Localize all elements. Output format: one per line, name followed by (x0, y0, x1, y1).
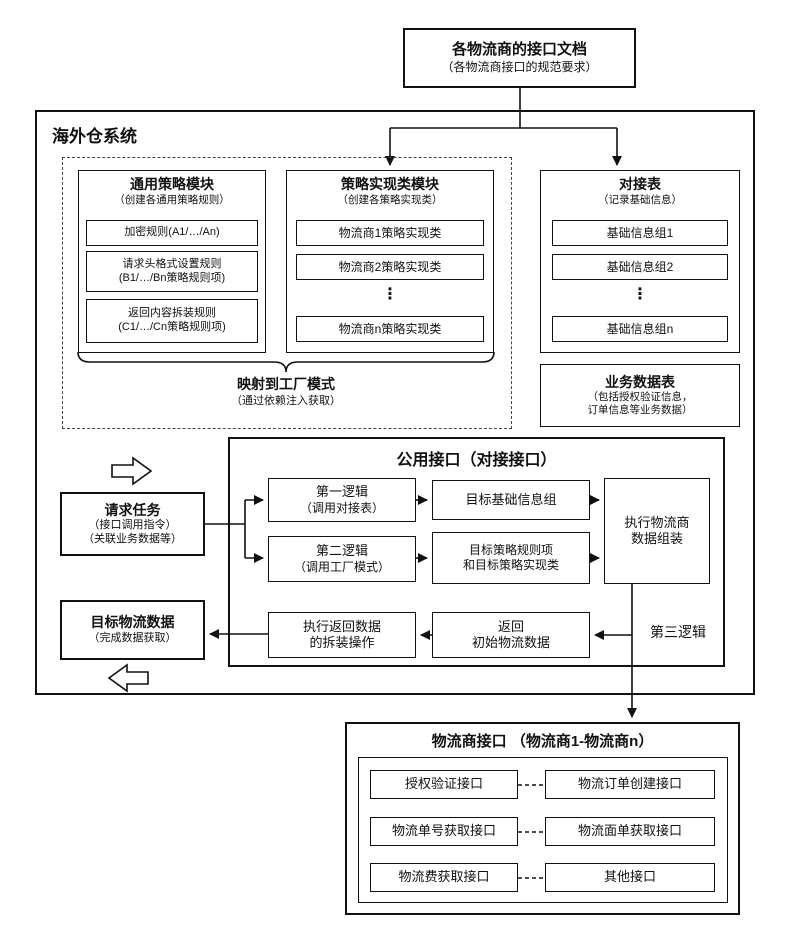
return-line2: 初始物流数据 (471, 635, 550, 650)
auth-interface-box: 授权验证接口 (370, 770, 518, 799)
other-interface-box: 其他接口 (545, 863, 715, 892)
public-api-box (228, 437, 725, 667)
request-task-box: 请求任务 （接口调用指令） （关联业务数据等） (60, 492, 205, 556)
factory-mapping-title: 映射到工厂模式 (237, 376, 335, 392)
mapping-table-subtitle: （记录基础信息） (598, 193, 682, 206)
factory-mapping-subtitle: （通过依赖注入获取） (231, 395, 341, 407)
order-create-interface-label: 物流订单创建接口 (577, 776, 682, 792)
return-content-rule-line2: (C1/…/Cn策略规则项) (118, 321, 226, 333)
business-table-subtitle-line1: （包括授权验证信息， (587, 391, 693, 404)
target-strategy-box: 目标策略规则项 和目标策略实现类 (432, 532, 590, 584)
auth-interface-label: 授权验证接口 (404, 776, 483, 792)
generic-module-subtitle: （创建各通用策略规则） (114, 193, 230, 206)
return-content-rule-box: 返回内容拆装规则 (C1/…/Cn策略规则项) (86, 299, 258, 343)
target-logistics-data-box: 目标物流数据 （完成数据获取） (60, 600, 205, 660)
target-strategy-line1: 目标策略规则项 (468, 543, 553, 557)
assemble-line1: 执行物流商 (624, 514, 690, 530)
system-title: 海外仓系统 (52, 127, 137, 146)
output-flow-arrow-icon (107, 663, 149, 693)
business-table-subtitle-line2: 订单信息等业务数据） (587, 404, 693, 417)
impl-class-ellipsis: ⋮ (382, 286, 398, 303)
target-info-group-label: 目标基础信息组 (465, 491, 557, 507)
provider-inner-box (358, 757, 728, 903)
logic2-box: 第二逻辑 （调用工厂模式） (268, 536, 416, 582)
factory-brace (77, 351, 495, 373)
unpack-return-data-box: 执行返回数据 的拆装操作 (268, 612, 416, 658)
return-line1: 返回 (497, 618, 524, 634)
logic1-title: 第一逻辑 (315, 484, 368, 500)
generic-module-title: 通用策略模块 (130, 176, 214, 192)
provider-api-title: 物流商接口 （物流商1-物流商n） (431, 733, 654, 750)
business-data-table-box: 业务数据表 （包括授权验证信息， 订单信息等业务数据） (540, 364, 740, 427)
info-group-item-1: 基础信息组1 (552, 220, 728, 246)
input-flow-arrow-icon (111, 456, 153, 486)
impl-module-title: 策略实现类模块 (341, 176, 439, 192)
request-task-line2: （接口调用指令） (88, 519, 177, 531)
target-data-subtitle: （完成数据获取） (88, 631, 177, 644)
impl-class-item-1-label: 物流商1策略实现类 (338, 225, 442, 240)
info-group-item-2: 基础信息组2 (552, 254, 728, 280)
impl-module-subtitle: （创建各策略实现类） (337, 193, 443, 206)
impl-class-item-n: 物流商n策略实现类 (296, 316, 484, 342)
request-task-title: 请求任务 (104, 501, 161, 518)
header-format-rule-line1: 请求头格式设置规则 (122, 257, 222, 270)
encryption-rule-label: 加密规则(A1/…/An) (124, 226, 220, 239)
impl-class-item-n-label: 物流商n策略实现类 (338, 321, 442, 336)
impl-class-item-2: 物流商2策略实现类 (296, 254, 484, 280)
interface-doc-subtitle: （各物流商接口的规范要求） (441, 59, 598, 74)
info-group-ellipsis: ⋮ (632, 286, 648, 303)
interface-doc-title: 各物流商的接口文档 (451, 41, 587, 59)
info-group-item-n: 基础信息组n (552, 316, 728, 342)
header-format-rule-line2: (B1/…/Bn策略规则项) (118, 271, 226, 284)
assemble-data-box: 执行物流商 数据组装 (604, 478, 710, 584)
logic1-subtitle: （调用对接表） (299, 500, 384, 515)
mapping-table-title: 对接表 (619, 176, 661, 192)
logic2-subtitle: （调用工厂模式） (293, 559, 390, 574)
fee-interface-label: 物流费获取接口 (398, 869, 490, 885)
unpack-line2: 的拆装操作 (309, 635, 375, 650)
public-api-title: 公用接口（对接接口） (396, 452, 557, 469)
impl-class-item-2-label: 物流商2策略实现类 (338, 259, 442, 274)
logic3-label: 第三逻辑 (650, 624, 706, 640)
target-info-group-box: 目标基础信息组 (432, 480, 590, 520)
return-initial-data-box: 返回 初始物流数据 (432, 612, 590, 658)
business-table-title: 业务数据表 (605, 373, 675, 390)
request-task-line3: （关联业务数据等） (83, 532, 182, 545)
shipping-label-interface-box: 物流面单获取接口 (545, 817, 715, 846)
header-format-rule-box: 请求头格式设置规则 (B1/…/Bn策略规则项) (86, 251, 258, 292)
strategy-modules-dashed-group (62, 157, 512, 429)
interface-doc-box: 各物流商的接口文档 （各物流商接口的规范要求） (403, 28, 636, 88)
target-data-title: 目标物流数据 (90, 614, 175, 631)
info-group-item-n-label: 基础信息组n (606, 321, 674, 336)
info-group-item-1-label: 基础信息组1 (606, 225, 674, 240)
return-content-rule-line1: 返回内容拆装规则 (128, 307, 216, 320)
shipping-label-interface-label: 物流面单获取接口 (577, 823, 682, 839)
encryption-rule-box: 加密规则(A1/…/An) (86, 220, 258, 246)
logic2-title: 第二逻辑 (315, 543, 368, 559)
fee-interface-box: 物流费获取接口 (370, 863, 518, 892)
other-interface-label: 其他接口 (603, 869, 656, 885)
overseas-warehouse-system-box (35, 110, 755, 695)
unpack-line1: 执行返回数据 (302, 618, 381, 634)
logic1-box: 第一逻辑 （调用对接表） (268, 478, 416, 522)
tracking-number-interface-box: 物流单号获取接口 (370, 817, 518, 846)
info-group-item-2-label: 基础信息组2 (606, 259, 674, 274)
order-create-interface-box: 物流订单创建接口 (545, 770, 715, 799)
target-strategy-line2: 和目标策略实现类 (462, 558, 559, 572)
assemble-line2: 数据组装 (630, 531, 683, 546)
tracking-number-interface-label: 物流单号获取接口 (391, 823, 496, 839)
provider-api-box (345, 722, 740, 915)
impl-class-item-1: 物流商1策略实现类 (296, 220, 484, 246)
